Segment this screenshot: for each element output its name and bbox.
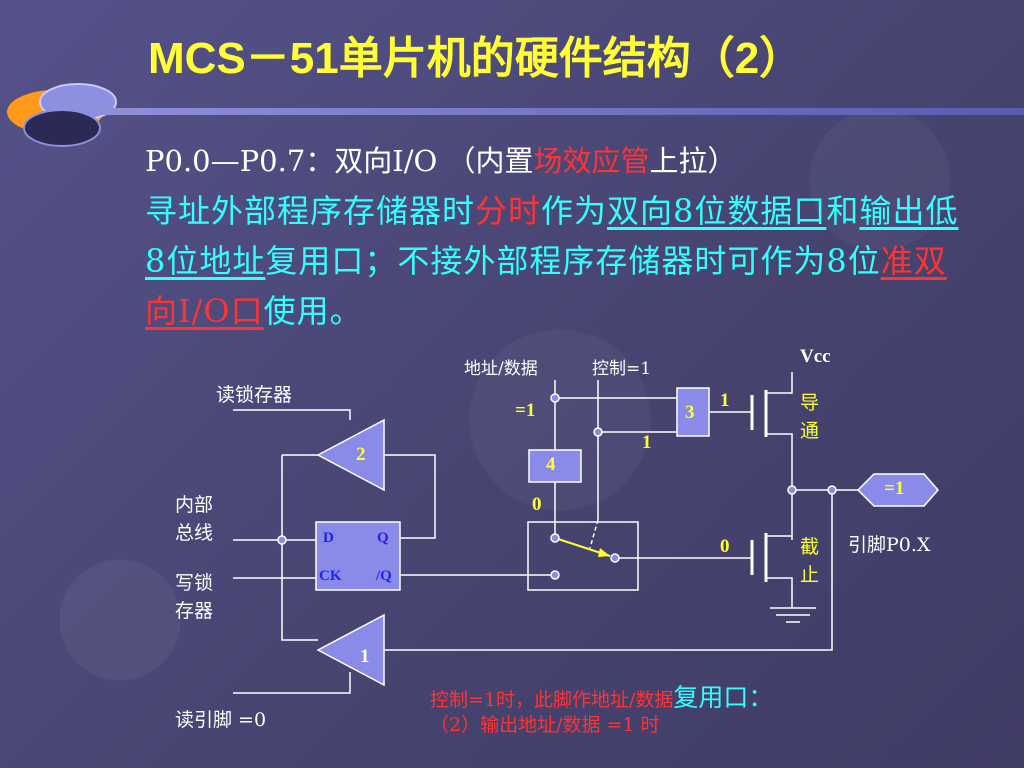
label-vcc: Vcc bbox=[800, 346, 831, 367]
para-seg2: 分时 bbox=[475, 192, 542, 230]
para-seg1: 寻址外部程序存储器时 bbox=[145, 192, 476, 230]
label-inverter-4: 4 bbox=[546, 454, 556, 475]
junction-bus bbox=[277, 535, 287, 545]
note-line-1a: 控制=1时，此脚作地址/数据 bbox=[430, 689, 674, 711]
junction-pin bbox=[827, 485, 837, 495]
note-line-2: （2）输出地址/数据 =1 时 bbox=[430, 714, 660, 736]
label-control: 控制=1 bbox=[592, 359, 652, 379]
buffer-2 bbox=[316, 418, 385, 492]
label-buffer-2: 2 bbox=[356, 444, 366, 465]
label-read-pin: 读引脚 =0 bbox=[175, 709, 267, 731]
slide-logo bbox=[7, 83, 117, 147]
intro-highlight: 场效应管 bbox=[533, 144, 650, 178]
label-gate-3: 3 bbox=[685, 402, 695, 423]
label-v0-left: 0 bbox=[532, 494, 542, 515]
label-internal-bus-2: 总线 bbox=[175, 522, 214, 544]
pin-terminal bbox=[856, 473, 939, 507]
para-seg7: 复用口；不接外部程序存储器时可作为8位 bbox=[265, 242, 881, 280]
intro-line: P0.0—P0.7：双向I/O （内置场效应管上拉） bbox=[145, 138, 737, 180]
wire-control-switch bbox=[589, 519, 599, 549]
label-on-1: 导 bbox=[800, 392, 820, 414]
para-seg9: 使用。 bbox=[263, 292, 363, 330]
label-off-1: 截 bbox=[800, 536, 820, 558]
junction-addr bbox=[550, 393, 560, 403]
inverter-4 bbox=[528, 449, 582, 483]
label-buffer-1: 1 bbox=[360, 646, 370, 667]
fet-upper-drain bbox=[766, 372, 793, 394]
gate-3 bbox=[676, 387, 710, 437]
para-seg6: 输出低8位地址 bbox=[145, 192, 959, 280]
label-write-latch-1: 写锁 bbox=[175, 572, 214, 594]
para-seg4: 双向8位数据口 bbox=[607, 192, 827, 230]
label-read-latch: 读锁存器 bbox=[216, 384, 293, 406]
mux-contact-top bbox=[550, 533, 560, 543]
slide-title: MCS－51单片机的硬件结构（2） bbox=[148, 34, 804, 83]
fet-upper-source bbox=[766, 433, 793, 540]
fet-lower-source bbox=[766, 577, 793, 608]
para-seg3: 作为 bbox=[541, 192, 608, 230]
label-v1-top: 1 bbox=[720, 390, 730, 411]
label-on-2: 通 bbox=[800, 420, 820, 442]
para-seg8: 准双向I/O口 bbox=[145, 242, 947, 330]
junction-output bbox=[787, 485, 797, 495]
wire-pin-feedback bbox=[384, 490, 833, 651]
label-internal-bus-1: 内部 bbox=[175, 494, 214, 516]
mux-output-contact bbox=[610, 553, 620, 563]
junction-control bbox=[593, 427, 603, 437]
title-divider bbox=[100, 108, 1024, 115]
label-v0-fet: 0 bbox=[720, 536, 730, 557]
buffer-1 bbox=[316, 613, 385, 687]
label-addr-data: 地址/数据 bbox=[464, 359, 538, 379]
label-ck: CK bbox=[319, 568, 342, 584]
label-write-latch-2: 存器 bbox=[175, 600, 214, 622]
mux-box bbox=[527, 521, 639, 591]
label-pin: 引脚P0.X bbox=[848, 534, 931, 556]
intro-part1: P0.0—P0.7：双向I/O （内置 bbox=[145, 144, 534, 178]
label-pin-value: =1 bbox=[884, 478, 905, 499]
note-line-1b: 复用口： bbox=[673, 683, 774, 712]
wire-read-pin bbox=[233, 672, 351, 694]
description-paragraph: 寻址外部程序存储器时分时作为双向8位数据口和输出低8位地址复用口；不接外部程序存… bbox=[145, 186, 975, 336]
label-qbar: /Q bbox=[376, 568, 392, 584]
label-v1-mid: 1 bbox=[642, 432, 652, 453]
label-d: D bbox=[323, 530, 334, 546]
ground-symbol bbox=[770, 607, 816, 623]
wire-q-feedback bbox=[384, 454, 436, 539]
wire-bus-vertical bbox=[281, 455, 318, 641]
d-latch bbox=[315, 521, 401, 591]
mux-contact-bottom bbox=[550, 570, 560, 580]
mux-switch-arrow bbox=[598, 548, 610, 557]
wire-read-latch bbox=[233, 409, 351, 420]
label-eq1-left: =1 bbox=[515, 400, 536, 421]
intro-part3: 上拉） bbox=[649, 144, 737, 178]
label-q: Q bbox=[377, 530, 389, 546]
para-seg5: 和 bbox=[826, 192, 860, 230]
label-off-2: 止 bbox=[800, 564, 820, 586]
note-line-1: 控制=1时，此脚作地址/数据复用口： bbox=[430, 678, 773, 714]
